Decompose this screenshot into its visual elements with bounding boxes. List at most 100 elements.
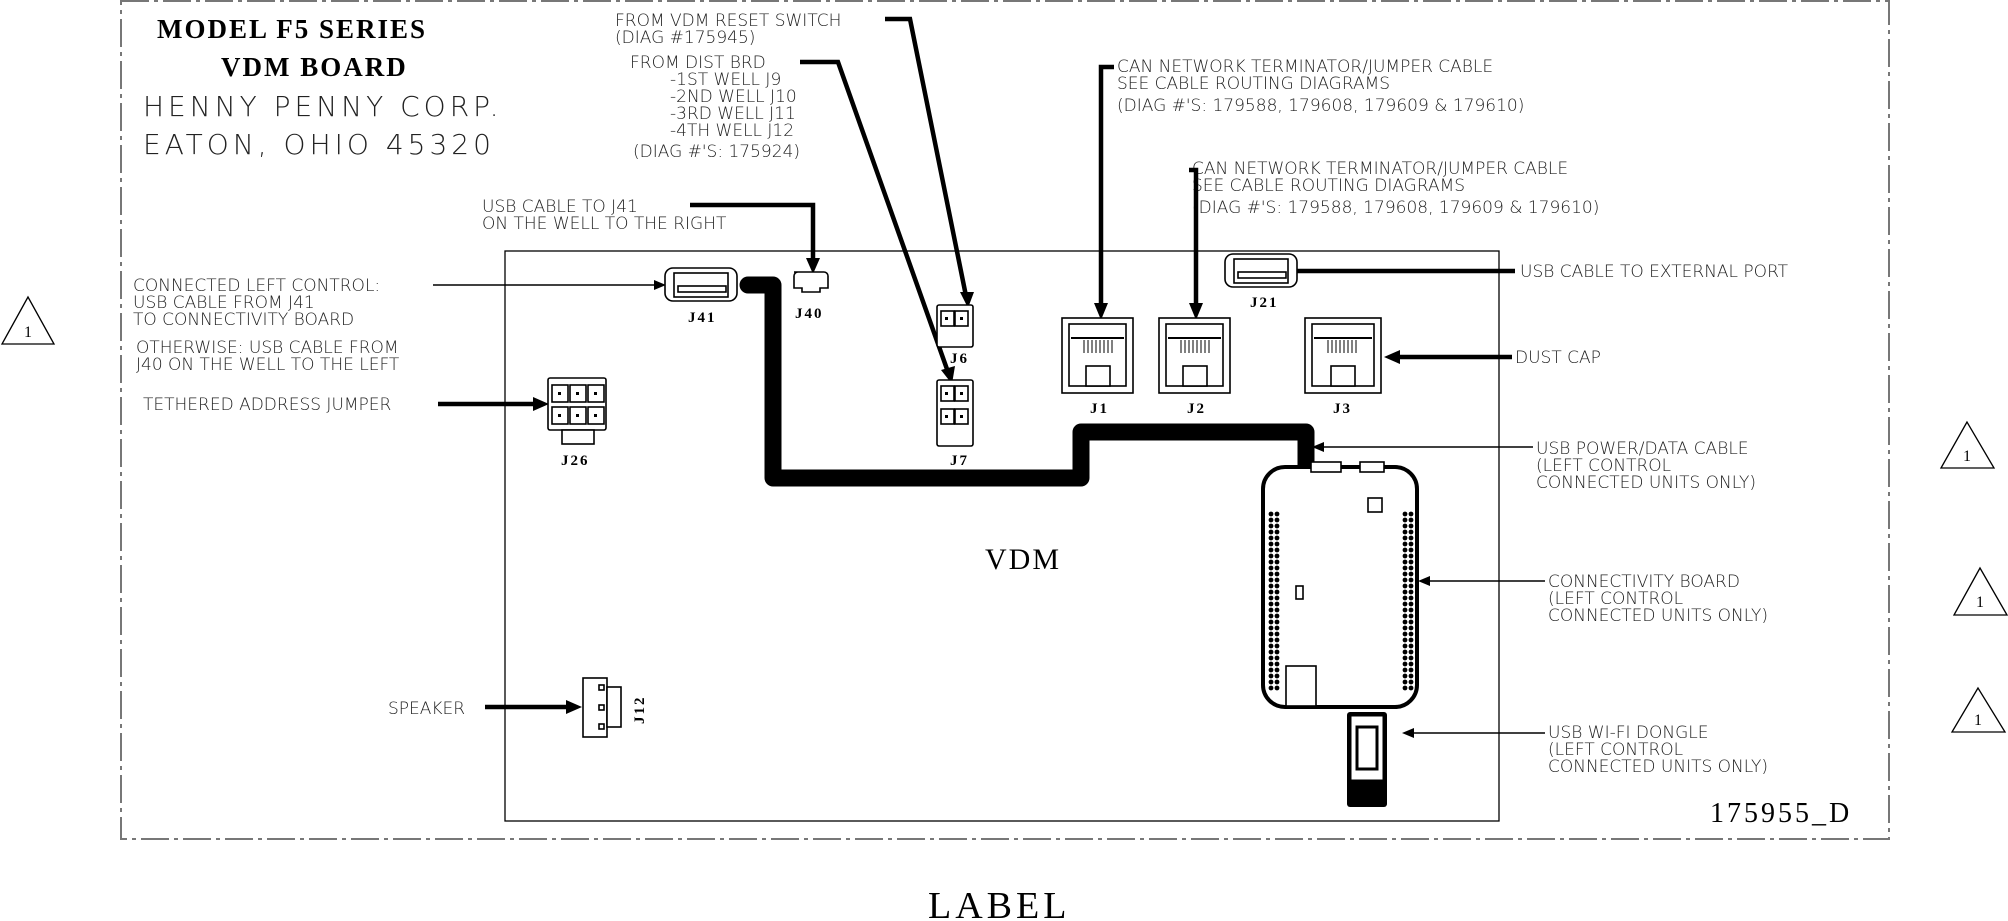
jack-pins: [1083, 340, 1113, 353]
arrowhead-icon: [1094, 303, 1108, 320]
connector-j26[interactable]: J26: [547, 377, 607, 469]
title-board: VDM BOARD: [221, 52, 408, 82]
header-pin: [1268, 547, 1274, 553]
callout-wifi-dongle: USB WI-FI DONGLE (LEFT CONTROL CONNECTED…: [1548, 723, 1768, 777]
usb-power-data-cable: [739, 276, 1315, 487]
header-pin: [1268, 523, 1274, 529]
header-pin: [1408, 511, 1414, 517]
leader-dist-brd: [800, 59, 951, 373]
header-pin: [1268, 661, 1274, 667]
header-pin: [1402, 667, 1408, 673]
header-pin: [1402, 517, 1408, 523]
header-pin: [1274, 511, 1280, 517]
connector-j2[interactable]: J2: [1158, 317, 1231, 417]
pin-dot: [960, 392, 963, 395]
header-pin: [1274, 553, 1280, 559]
header-pin: [1408, 631, 1414, 637]
board-header: [1359, 461, 1385, 473]
callout-text: -4TH WELL J12: [670, 121, 794, 141]
leader-can-1: [1098, 64, 1114, 305]
header-pin: [1408, 553, 1414, 559]
callout-usb-external: USB CABLE TO EXTERNAL PORT: [1520, 262, 1789, 282]
callout-text: (DIAG #175945): [615, 28, 755, 48]
drawing-number: 175955_D: [1710, 798, 1852, 829]
header-pin: [1268, 529, 1274, 535]
header-pin: [1268, 625, 1274, 631]
connector-j40[interactable]: J40: [793, 271, 829, 322]
usb-socket: [1285, 665, 1317, 707]
header-pin: [1408, 607, 1414, 613]
header-pin: [1274, 655, 1280, 661]
header-pin: [1408, 601, 1414, 607]
connector-j1[interactable]: J1: [1061, 317, 1134, 417]
header-pin: [1408, 673, 1414, 679]
callout-connected-left: CONNECTED LEFT CONTROL: USB CABLE FROM J…: [133, 276, 380, 330]
header-pin: [1408, 685, 1414, 691]
callout-text: USB WI-FI DONGLE: [1548, 723, 1709, 743]
vdm-board-label: VDM: [985, 543, 1061, 576]
header-pin: [1268, 541, 1274, 547]
header-pin: [1402, 685, 1408, 691]
header-pin: [1268, 583, 1274, 589]
header-pin: [1274, 577, 1280, 583]
header-pin: [1402, 571, 1408, 577]
header-pin: [1408, 667, 1414, 673]
connector-label: J40: [795, 306, 824, 322]
header-pin: [1402, 541, 1408, 547]
callout-text: (DIAG #'S: 179588, 179608, 179609 & 1796…: [1192, 198, 1599, 218]
header-pin: [1268, 673, 1274, 679]
header-pin: [1402, 655, 1408, 661]
callout-text: -2ND WELL J10: [670, 87, 797, 107]
header-pin: [1268, 613, 1274, 619]
connector-j41[interactable]: J41: [664, 267, 738, 326]
callout-text: FROM DIST BRD: [630, 53, 766, 73]
pin-dot: [945, 415, 948, 418]
header-pin: [1402, 547, 1408, 553]
callout-usb-power: USB POWER/DATA CABLE (LEFT CONTROL CONNE…: [1536, 439, 1756, 493]
callout-text: CONNECTED UNITS ONLY): [1548, 757, 1768, 777]
header-pin: [1408, 517, 1414, 523]
wifi-dongle[interactable]: [1347, 712, 1387, 807]
callout-can-1: CAN NETWORK TERMINATOR/JUMPER CABLE SEE …: [1117, 57, 1524, 116]
header-pin: [1402, 637, 1408, 643]
header-pin: [1268, 559, 1274, 565]
header-pin: [1402, 643, 1408, 649]
revision-marker-left: 1: [0, 295, 56, 345]
connector-label: J12: [632, 696, 648, 725]
header-pin: [1274, 625, 1280, 631]
connector-j12[interactable]: J12: [582, 677, 648, 738]
connector-label: J1: [1090, 401, 1109, 417]
header-pin: [1408, 613, 1414, 619]
arrowhead-icon: [806, 258, 820, 274]
header-pin: [1402, 589, 1408, 595]
header-pin: [1408, 625, 1414, 631]
connector-label: J41: [688, 310, 717, 326]
header-pin: [1274, 529, 1280, 535]
header-pin: [1408, 565, 1414, 571]
connector-body: [606, 686, 622, 728]
arrowhead-icon: [566, 700, 582, 714]
callout-text: CAN NETWORK TERMINATOR/JUMPER CABLE: [1192, 159, 1568, 179]
connector-j6[interactable]: J6: [936, 304, 974, 367]
usb-port-tongue: [677, 285, 727, 293]
leader-can-2: [1189, 167, 1199, 305]
header-pin: [1408, 541, 1414, 547]
vdm-board-outline: [504, 250, 1500, 822]
connectivity-board[interactable]: [1261, 461, 1419, 709]
arrowhead-icon: [533, 397, 549, 411]
jack-latch: [1330, 365, 1356, 387]
connector-j7[interactable]: J7: [936, 379, 974, 469]
connector-j3[interactable]: J3: [1304, 317, 1382, 417]
callout-text: CONNECTED UNITS ONLY): [1548, 606, 1768, 626]
title-company: HENNY PENNY CORP.: [143, 90, 503, 123]
header-pin: [1408, 619, 1414, 625]
header-pin: [1268, 619, 1274, 625]
board-header: [1310, 461, 1342, 473]
header-pin: [1402, 649, 1408, 655]
callout-usb-j41: USB CABLE TO J41 ON THE WELL TO THE RIGH…: [482, 197, 727, 234]
connector-j21[interactable]: J21: [1224, 253, 1298, 311]
callout-speaker: SPEAKER: [388, 699, 465, 719]
revision-triangle-icon: [0, 295, 56, 345]
jack-latch: [1182, 365, 1208, 387]
revision-number: 1: [24, 324, 32, 341]
